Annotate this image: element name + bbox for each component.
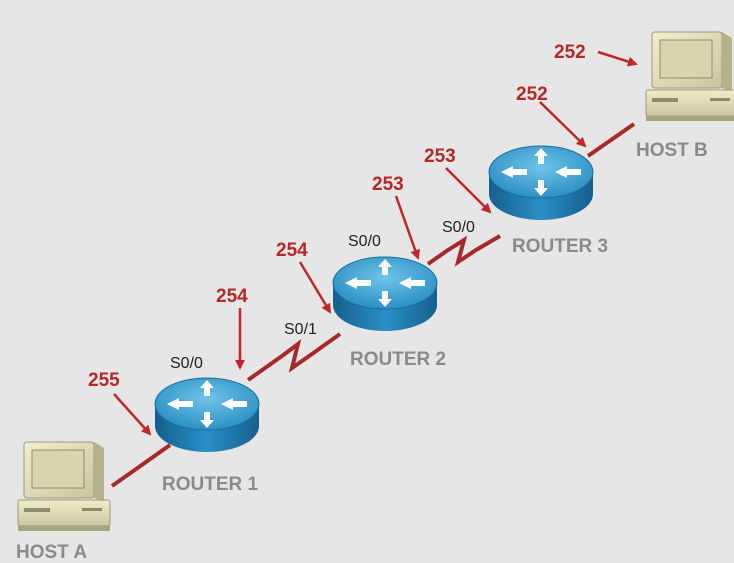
ttl-arrow-253-r3 xyxy=(445,167,492,214)
router-2-s0-0-label: S0/0 xyxy=(348,233,381,250)
host-b-computer-icon xyxy=(645,31,734,122)
serial-link-router-1-router-2 xyxy=(246,332,342,382)
ttl-arrow-253-r2 xyxy=(394,195,421,260)
ttl-arrow-252-host-b xyxy=(597,50,638,67)
network-links xyxy=(110,122,636,488)
ttl-value-router-3-out: 252 xyxy=(516,84,548,105)
ttl-value-host-b: 252 xyxy=(554,42,586,63)
link-host-a-router-1 xyxy=(110,443,172,488)
router-3-label: ROUTER 3 xyxy=(512,236,608,257)
router-1-s0-0-label: S0/0 xyxy=(170,355,203,372)
router-3-icon xyxy=(488,145,594,221)
ttl-value-router-1: 254 xyxy=(216,286,248,307)
ttl-arrow-254-r2 xyxy=(298,261,332,314)
router-2-icon xyxy=(332,256,438,332)
router-1-icon xyxy=(154,377,260,453)
router-3-s0-0-label: S0/0 xyxy=(442,219,475,236)
router-1-label: ROUTER 1 xyxy=(162,474,259,495)
ttl-arrow-252-r3 xyxy=(539,101,587,148)
host-a-label: HOST A xyxy=(16,542,87,563)
host-b-label: HOST B xyxy=(636,140,708,161)
ttl-value-router-2-out: 253 xyxy=(372,174,404,195)
ttl-value-host-a: 255 xyxy=(88,370,120,391)
ttl-value-router-2-in: 254 xyxy=(276,240,308,261)
router-2-label: ROUTER 2 xyxy=(350,349,446,370)
serial-link-router-2-router-3 xyxy=(426,234,502,267)
ttl-arrow-255 xyxy=(113,393,152,436)
router-2-s0-1-label: S0/1 xyxy=(284,321,317,338)
host-a-computer-icon xyxy=(17,441,111,532)
ttl-value-router-3-in: 253 xyxy=(424,146,456,167)
ttl-arrows xyxy=(113,50,638,436)
link-router-3-host-b xyxy=(586,122,636,158)
